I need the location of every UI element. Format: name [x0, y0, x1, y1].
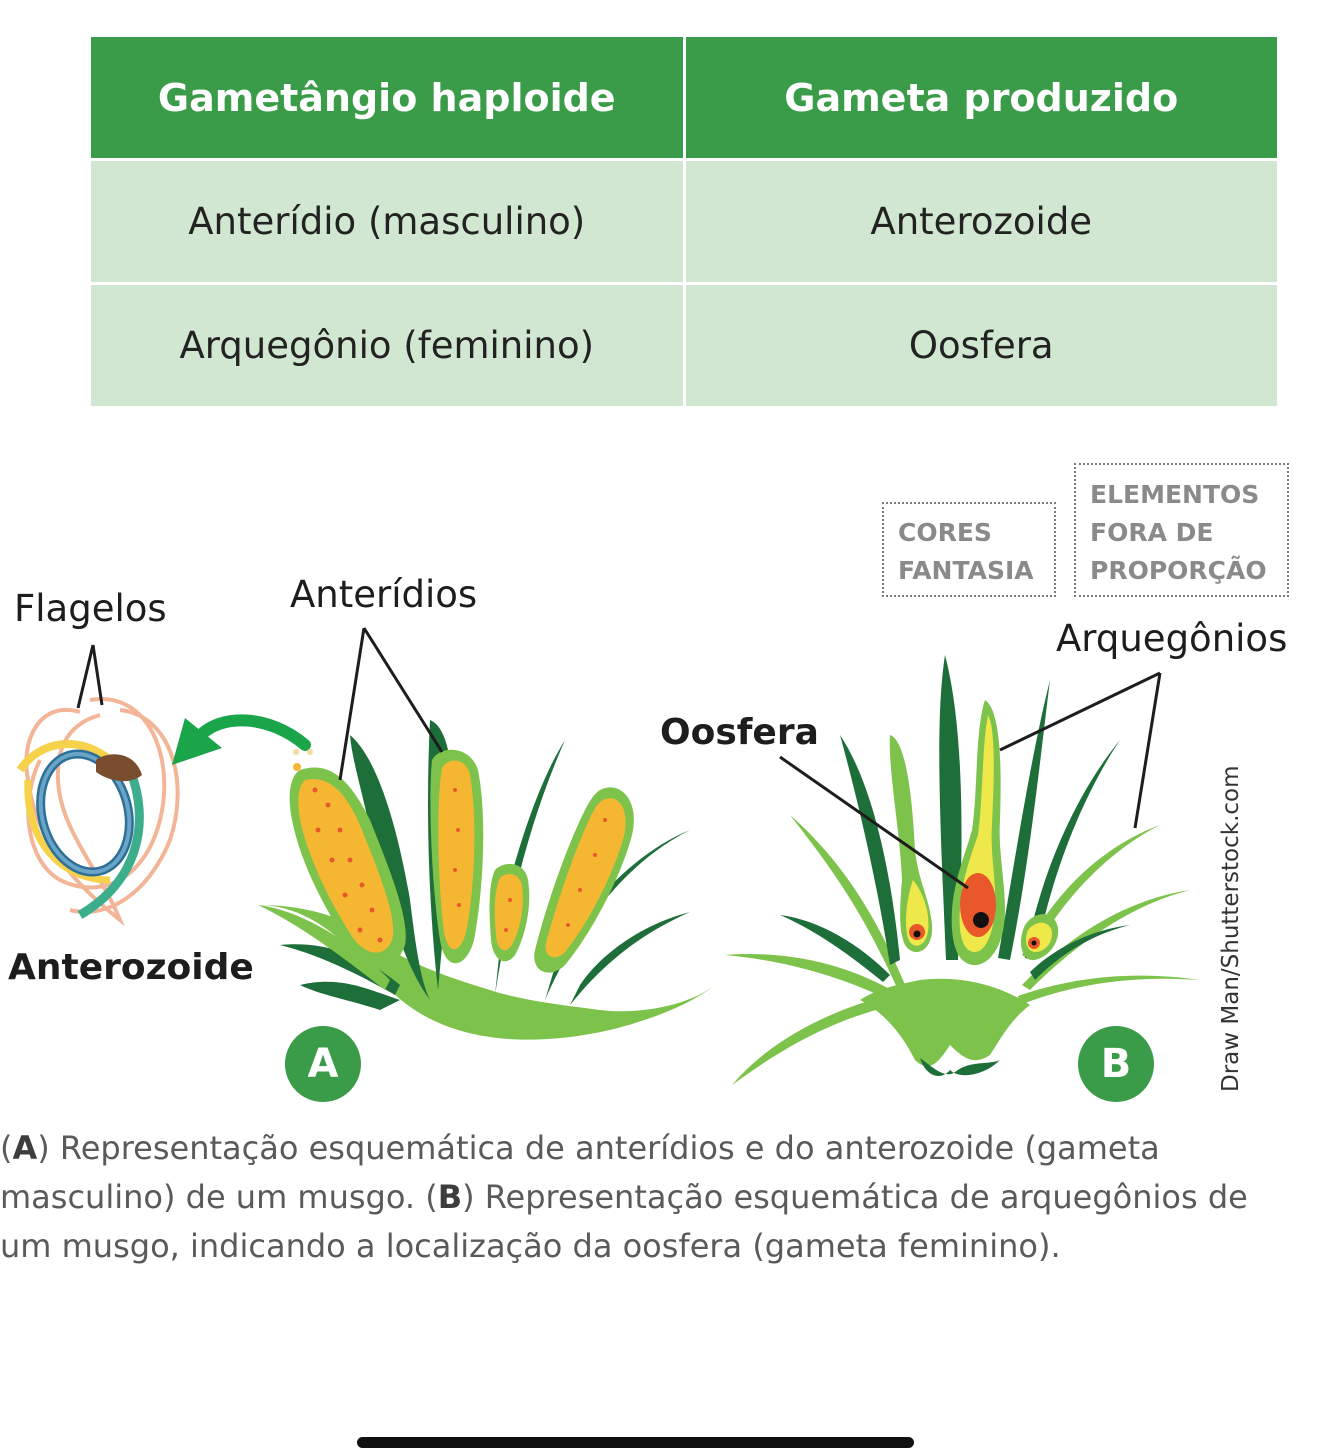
curved-arrow-icon	[172, 714, 311, 765]
notice-line: ELEMENTOS	[1090, 480, 1260, 509]
notice-line: FANTASIA	[898, 556, 1034, 585]
table-cell: Arquegônio (feminino)	[88, 282, 686, 409]
oosphere-label: Oosfera	[660, 712, 819, 753]
home-indicator[interactable]	[357, 1437, 914, 1448]
antheridia-plant	[258, 627, 715, 1040]
panel-a-badge: A	[285, 1026, 361, 1102]
table-header-row: Gametângio haploide Gameta produzido	[88, 34, 1280, 161]
fantasy-colors-notice: CORES FANTASIA	[882, 502, 1056, 597]
caption-letter-b: B	[437, 1178, 463, 1216]
antherozoid-label: Anterozoide	[8, 947, 254, 988]
gametangia-table: Gametângio haploide Gameta produzido Ant…	[88, 34, 1280, 409]
archegonia-label: Arquegônios	[1056, 617, 1288, 660]
table-cell: Anterozoide	[682, 158, 1280, 285]
table-header: Gameta produzido	[682, 34, 1280, 161]
table-header: Gametângio haploide	[88, 34, 686, 161]
caption-text-a: ) Representação esquemática de anterídio…	[0, 1129, 1160, 1216]
out-of-proportion-notice: ELEMENTOS FORA DE PROPORÇÃO	[1074, 463, 1289, 597]
notice-line: FORA DE	[1090, 518, 1214, 547]
antheridia-label: Anterídios	[290, 573, 478, 616]
sperm-cell-icon	[16, 644, 180, 927]
caption-text-b: ) Representação esquemática de arquegôni…	[0, 1178, 1248, 1265]
table-cell: Oosfera	[682, 282, 1280, 409]
figure-caption: (A) Representação esquemática de anteríd…	[0, 1129, 1248, 1265]
caption-letter-a: A	[12, 1129, 38, 1167]
table-row: Anterídio (masculino) Anterozoide	[88, 158, 1280, 285]
panel-b-badge: B	[1078, 1026, 1154, 1102]
image-credit: Draw Man/Shutterstock.com	[1218, 765, 1244, 1092]
notice-line: PROPORÇÃO	[1090, 556, 1267, 585]
flagella-label: Flagelos	[14, 587, 167, 630]
moss-gametangia-figure	[16, 627, 1200, 1085]
archegonia-plant	[725, 655, 1200, 1085]
notice-line: CORES	[898, 518, 992, 547]
table-cell: Anterídio (masculino)	[88, 158, 686, 285]
table-row: Arquegônio (feminino) Oosfera	[88, 282, 1280, 409]
